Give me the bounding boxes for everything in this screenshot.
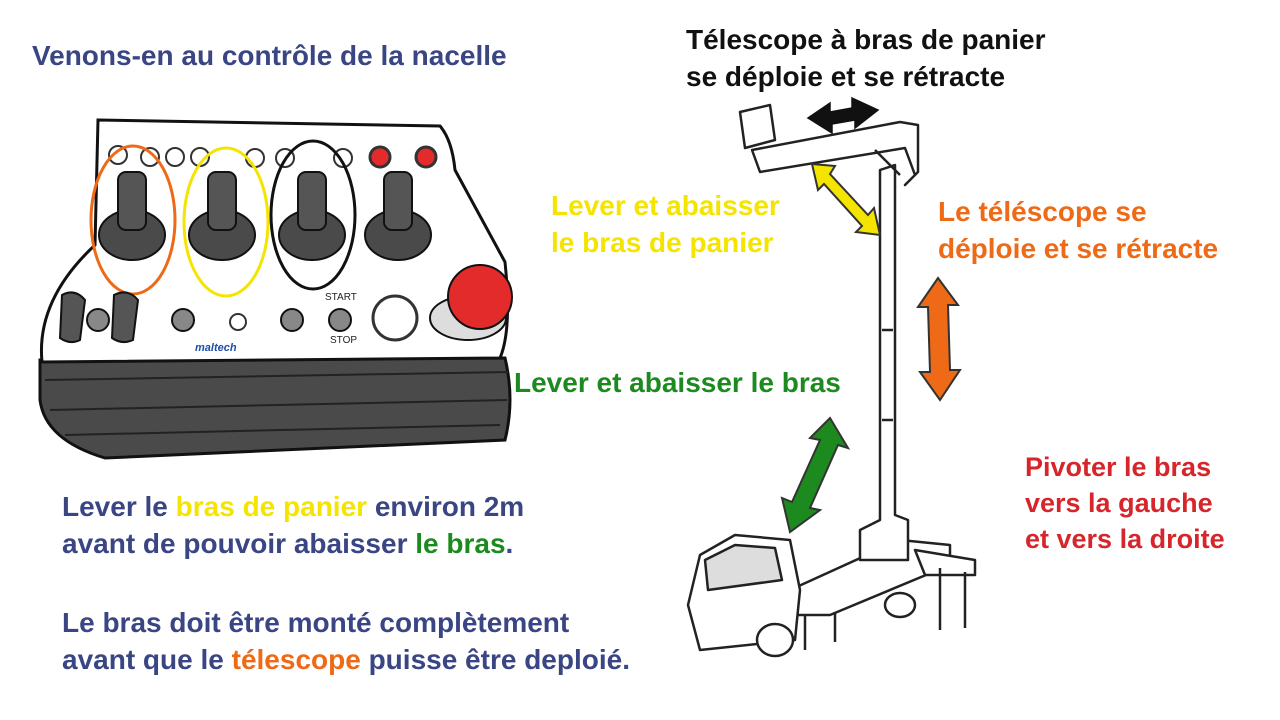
joystick-icon <box>278 171 346 261</box>
yellow-highlight <box>182 146 270 298</box>
instruction-note-2: Le bras doit être monté complètement ava… <box>62 605 630 679</box>
toggle-switch-icon <box>86 308 352 332</box>
note-line: Le bras doit être monté complètement <box>62 607 570 638</box>
note-line: avant que le télescope puisse être deplo… <box>62 643 630 675</box>
label-telescope-basket-arm: Télescope à bras de panier se déploie et… <box>686 22 1046 96</box>
lift-truck <box>686 103 977 658</box>
joystick-icon <box>98 171 166 261</box>
label-line: et vers la droite <box>1025 523 1225 554</box>
control-panel: START STOP maltech <box>38 118 513 460</box>
highlight-arm: le bras <box>415 527 506 559</box>
label-pivot-arm: Pivoter le bras vers la gauche et vers l… <box>1025 450 1225 558</box>
red-light-1 <box>368 145 392 169</box>
label-raise-arm: Lever et abaisser le bras <box>514 367 841 398</box>
label-telescope-extend: Le téléscope se déploie et se rétracte <box>938 194 1218 268</box>
label-line: le bras de panier <box>551 226 774 258</box>
black-highlight <box>269 139 357 291</box>
note-line: avant de pouvoir abaisser le bras. <box>62 527 514 559</box>
panel-start: START <box>325 292 357 303</box>
label-line: Lever et abaisser <box>551 190 780 221</box>
label-line: vers la gauche <box>1025 487 1213 518</box>
joystick-icon <box>364 171 432 261</box>
highlight-basket-arm: bras de panier <box>175 491 368 522</box>
label-line: Télescope à bras de panier <box>686 24 1046 55</box>
label-line: déploie et se rétracte <box>938 232 1219 264</box>
panel-stop: STOP <box>330 335 357 346</box>
emergency-stop-icon <box>429 264 513 341</box>
label-line: Pivoter le bras <box>1025 452 1212 482</box>
label-line: Le téléscope se <box>938 196 1147 227</box>
joystick-icon <box>188 171 256 261</box>
page-title: Venons-en au contrôle de la nacelle <box>32 40 507 71</box>
label-raise-basket-arm: Lever et abaisser le bras de panier <box>551 188 780 262</box>
note-line: Lever le bras de panier environ 2m <box>62 491 525 522</box>
orange-highlight <box>89 144 177 296</box>
instruction-note-1: Lever le bras de panier environ 2m avant… <box>62 489 524 563</box>
highlight-telescope: télescope <box>231 643 361 675</box>
double-arrow-icon <box>780 96 962 534</box>
panel-brand-logo: maltech <box>195 342 237 354</box>
label-line: se déploie et se rétracte <box>686 60 1006 92</box>
red-light-2 <box>414 145 438 169</box>
